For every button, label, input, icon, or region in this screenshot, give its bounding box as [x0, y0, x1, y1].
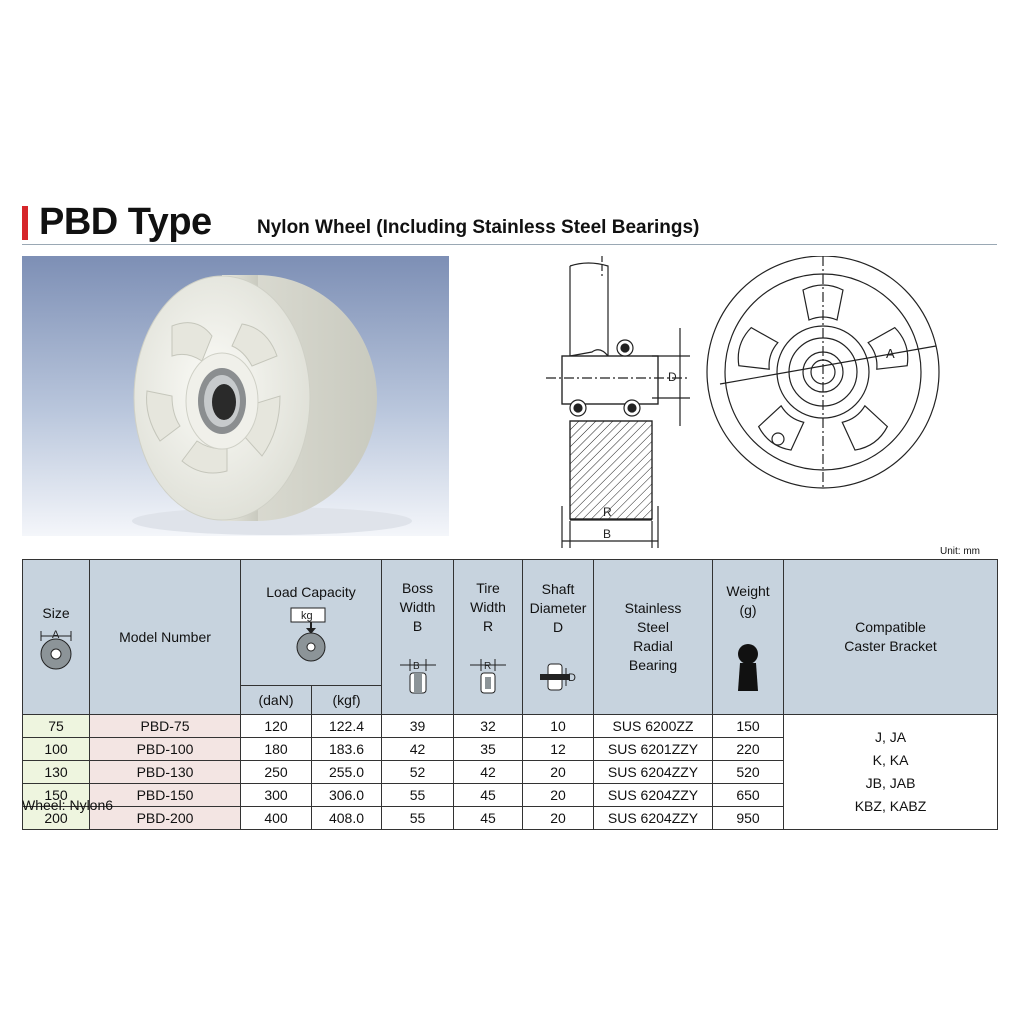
cell-shaft: 10: [522, 714, 595, 738]
cell-tire: 42: [453, 760, 524, 784]
page-title: PBD Type: [39, 201, 212, 243]
cell-shaft: 20: [522, 760, 595, 784]
cell-model: PBD-100: [89, 737, 241, 761]
title-bar: PBD Type Nylon Wheel (Including Stainles…: [22, 200, 997, 245]
header-shaft-label: Shaft Diameter D: [529, 581, 587, 635]
header-tire-label: Tire Width R: [470, 580, 506, 634]
header-weight-label: Weight (g): [726, 582, 770, 618]
cell-size: 200: [22, 806, 90, 830]
cell-kgf: 122.4: [310, 714, 383, 738]
footnote-material: Wheel: Nylon6: [22, 797, 114, 813]
dim-label-r: R: [603, 505, 612, 519]
load-weight-icon: kg: [290, 607, 326, 662]
cell-weight: 950: [712, 806, 785, 830]
header-boss-width: Boss Width B B: [381, 559, 455, 715]
cell-tire: 32: [453, 714, 524, 738]
cell-dan: 300: [240, 783, 312, 807]
bracket-item: JB, JAB: [865, 775, 916, 791]
cell-boss: 39: [381, 714, 455, 738]
cell-bearing: SUS 6204ZZY: [593, 783, 714, 807]
header-weight: Weight (g): [712, 559, 785, 715]
cell-boss: 55: [381, 783, 455, 807]
cell-tire: 45: [453, 783, 524, 807]
table-row: 200 PBD-200 400 408.0 55 45 20 SUS 6204Z…: [22, 806, 998, 830]
cell-weight: 520: [712, 760, 785, 784]
page-subtitle: Nylon Wheel (Including Stainless Steel B…: [257, 217, 700, 238]
cell-bearing: SUS 6201ZZY: [593, 737, 714, 761]
header-shaft-diameter: Shaft Diameter D D: [522, 559, 595, 715]
dim-label-b: B: [603, 527, 611, 541]
cell-shaft: 20: [522, 783, 595, 807]
cell-kgf: 183.6: [310, 737, 383, 761]
bracket-item: J, JA: [874, 729, 907, 745]
header-model: Model Number: [89, 559, 241, 715]
bracket-item: KBZ, KABZ: [854, 798, 927, 814]
technical-drawing: D R B A: [540, 255, 960, 550]
header-load-capacity: Load Capacity kg: [239, 558, 383, 687]
size-icon-label: A: [52, 629, 60, 641]
cell-boss: 55: [381, 806, 455, 830]
bracket-item: K, KA: [872, 752, 909, 768]
cell-model: PBD-150: [89, 783, 241, 807]
cell-dan: 250: [240, 760, 312, 784]
cell-model: PBD-200: [89, 806, 241, 830]
dim-label-a: A: [886, 346, 895, 361]
header-boss-label: Boss Width B: [399, 580, 436, 634]
cell-shaft: 20: [522, 806, 595, 830]
cell-kgf: 408.0: [310, 806, 383, 830]
boss-width-icon: B: [399, 659, 436, 694]
cell-bearing: SUS 6200ZZ: [593, 714, 714, 738]
header-load-kgf: (kgf): [310, 685, 383, 715]
cell-dan: 120: [240, 714, 312, 738]
boss-icon-label: B: [413, 661, 420, 672]
cell-boss: 52: [381, 760, 455, 784]
cell-shaft: 12: [522, 737, 595, 761]
tire-width-icon: R: [470, 659, 507, 694]
shaft-diameter-icon: D: [540, 663, 576, 691]
cell-boss: 42: [381, 737, 455, 761]
cell-bearing: SUS 6204ZZY: [593, 806, 714, 830]
shaft-icon-label: D: [568, 672, 576, 684]
table-row: 75 PBD-75 120 122.4 39 32 10 SUS 6200ZZ …: [22, 714, 999, 830]
header-bracket: Compatible Caster Bracket: [783, 559, 999, 715]
cell-dan: 400: [240, 806, 312, 830]
load-icon-label: kg: [301, 610, 313, 622]
header-load-label: Load Capacity: [266, 584, 356, 601]
cell-kgf: 255.0: [310, 760, 383, 784]
cell-model: PBD-130: [89, 760, 241, 784]
cell-dan: 180: [240, 737, 312, 761]
header-size: Size A: [22, 559, 90, 715]
cell-weight: 650: [712, 783, 785, 807]
cell-tire: 35: [453, 737, 524, 761]
weight-icon: [738, 643, 759, 691]
cell-kgf: 306.0: [310, 783, 383, 807]
header-size-label: Size: [42, 604, 70, 621]
header-tire-width: Tire Width R R: [453, 559, 524, 715]
wheel-size-icon: A: [40, 629, 72, 669]
cell-size: 130: [22, 760, 90, 784]
tire-icon-label: R: [484, 661, 491, 672]
cell-compatible-brackets: J, JA K, KA JB, JAB KBZ, KABZ: [783, 714, 999, 830]
cell-size: 150: [22, 783, 90, 807]
cell-size: 100: [22, 737, 90, 761]
product-photo: [22, 256, 449, 536]
cell-bearing: SUS 6204ZZY: [593, 760, 714, 784]
dim-label-d: D: [668, 370, 677, 384]
header-bearing: Stainless Steel Radial Bearing: [593, 559, 714, 715]
header-load-dan: (daN): [240, 685, 312, 715]
title-accent-bar: [22, 206, 28, 240]
spec-table: Size A Model Number Load Capacity kg: [22, 558, 999, 830]
cell-size: 75: [22, 714, 90, 738]
unit-note: Unit: mm: [940, 546, 980, 557]
cell-tire: 45: [453, 806, 524, 830]
cell-model: PBD-75: [89, 714, 241, 738]
cell-weight: 150: [712, 714, 785, 738]
cell-weight: 220: [712, 737, 785, 761]
